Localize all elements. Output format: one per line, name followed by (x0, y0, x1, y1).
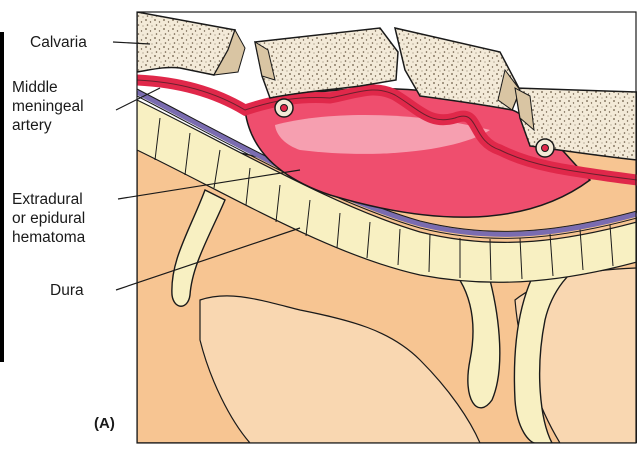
label-middle-meningeal-artery: Middle meningeal artery (12, 78, 84, 135)
label-artery-line-3: artery (12, 116, 84, 135)
label-artery-line-1: Middle (12, 78, 84, 97)
label-hematoma-line-1: Extradural (12, 190, 85, 209)
label-dura: Dura (50, 281, 84, 300)
left-edge-bar (0, 32, 4, 362)
label-hematoma-line-2: or epidural (12, 209, 85, 228)
panel-letter: (A) (94, 414, 115, 433)
artery-cross-section-left (275, 99, 293, 117)
label-artery-line-2: meningeal (12, 97, 84, 116)
label-calvaria: Calvaria (30, 33, 87, 52)
label-hematoma-line-3: hematoma (12, 228, 85, 247)
artery-cross-section-right (536, 139, 554, 157)
label-hematoma: Extradural or epidural hematoma (12, 190, 85, 247)
